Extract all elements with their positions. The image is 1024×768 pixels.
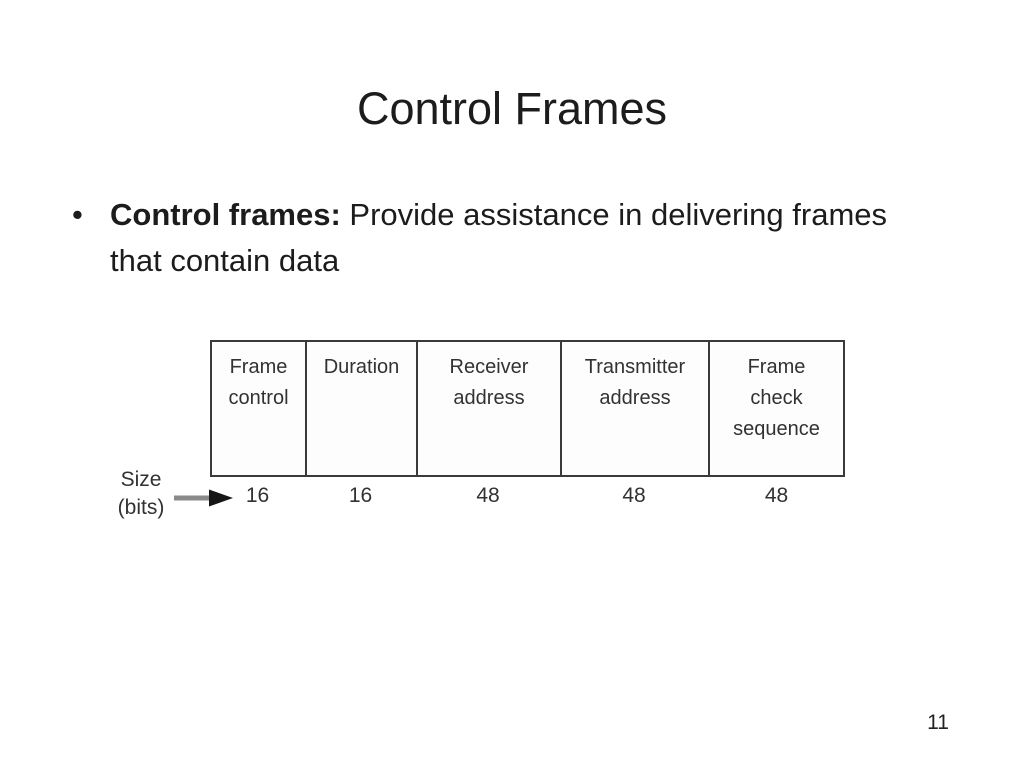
bits-value-transmitter-address: 48	[622, 484, 646, 507]
bullet-marker: •	[72, 197, 83, 232]
bullet-item: • Control frames: Provide assistance in …	[72, 192, 932, 284]
size-bits-label-line1: Size	[120, 468, 162, 491]
field-label-line: address	[453, 387, 525, 409]
field-cell-frame-control: Frame control	[212, 342, 307, 475]
bits-row: 16 16 48 48 48	[210, 484, 845, 508]
field-label-line: Duration	[323, 356, 400, 378]
slide-title: Control Frames	[356, 83, 668, 134]
bullet-text-bold: Control frames:	[110, 197, 341, 232]
page-number: 11	[927, 711, 949, 734]
field-label-line: Receiver	[449, 356, 529, 378]
bullet-text-rest: Provide assistance in delivering frames …	[110, 197, 888, 278]
frame-format-diagram: Frame control Duration Receiver address …	[100, 338, 880, 538]
field-label-line: control	[228, 387, 289, 409]
field-label-line: Frame	[747, 356, 806, 378]
bullet-text: Control frames: Provide assistance in de…	[110, 192, 922, 284]
size-bits-label-line2: (bits)	[117, 496, 165, 519]
frame-format-table: Frame control Duration Receiver address …	[210, 340, 845, 477]
field-cell-frame-check-sequence: Frame check sequence	[710, 342, 843, 475]
field-cell-duration: Duration	[307, 342, 418, 475]
field-cell-transmitter-address: Transmitter address	[562, 342, 710, 475]
field-label-line: Frame	[229, 356, 288, 378]
bits-value-receiver-address: 48	[476, 484, 500, 507]
field-label-line: sequence	[733, 418, 820, 440]
field-label-line: check	[750, 387, 803, 409]
bits-value-frame-check-sequence: 48	[764, 484, 789, 507]
field-label-line: Transmitter	[584, 356, 686, 378]
bits-value-duration: 16	[348, 484, 373, 507]
size-arrow-icon	[174, 489, 233, 507]
size-bits-label: Size (bits)	[100, 466, 182, 522]
field-cell-receiver-address: Receiver address	[418, 342, 562, 475]
bits-value-frame-control: 16	[245, 484, 270, 507]
field-label-line: address	[599, 387, 671, 409]
